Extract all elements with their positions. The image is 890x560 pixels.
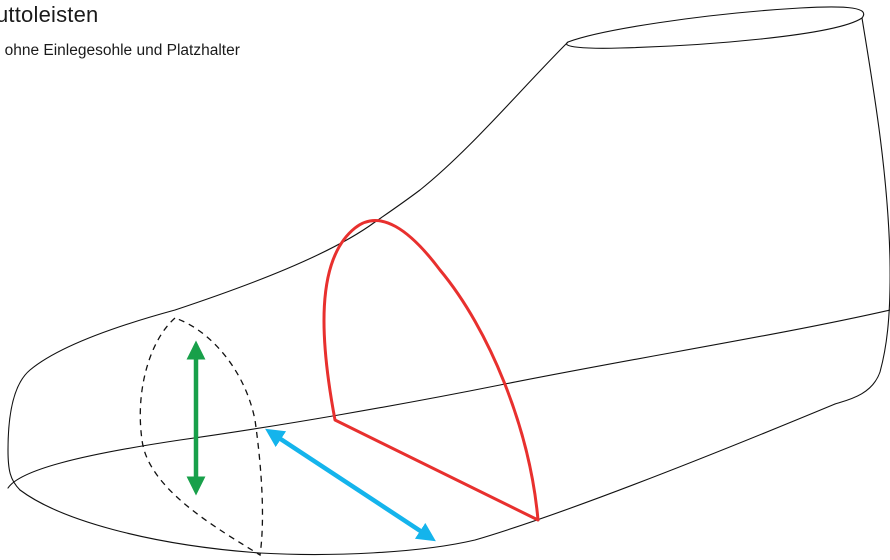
instep-cross-section xyxy=(322,219,540,522)
width-double-arrow xyxy=(265,428,436,542)
last-outline xyxy=(7,6,890,556)
diagram-subtitle: , ohne Einlegesohle und Platzhalter xyxy=(0,42,240,59)
last-sole-line xyxy=(19,403,836,556)
toe-cross-section-dashed xyxy=(139,317,264,557)
last-instep-line xyxy=(7,41,569,491)
diagram-title: uttoleisten xyxy=(0,2,99,27)
last-feather-line xyxy=(7,309,890,489)
last-top-opening xyxy=(565,6,865,49)
last-heel-back xyxy=(834,17,890,405)
